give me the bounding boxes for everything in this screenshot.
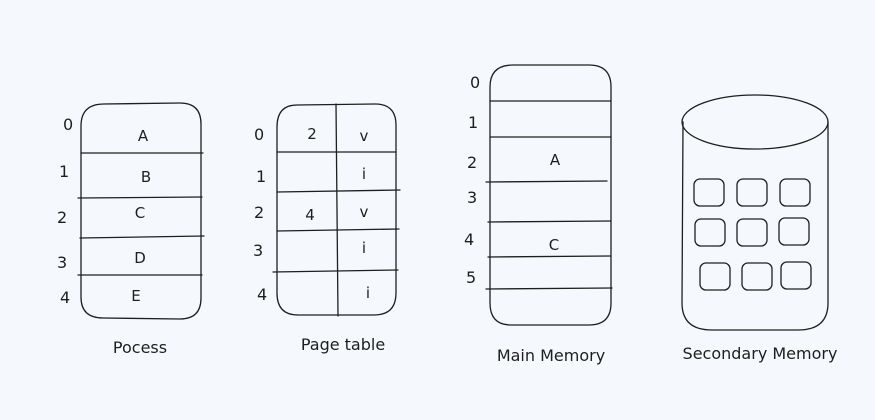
page-table-index: 1 [256, 167, 266, 186]
main-memory-index: 3 [467, 188, 477, 207]
disk-cell [741, 262, 773, 291]
secondary-memory-caption: Secondary Memory [683, 344, 838, 363]
main-memory-frame-content: A [550, 151, 561, 169]
main-memory-index: 0 [470, 73, 480, 92]
process-index: 0 [63, 115, 73, 134]
page-table-divider [272, 269, 399, 273]
process-index: 2 [57, 208, 67, 227]
process-page: C [135, 204, 145, 222]
main-memory-frame-content: C [549, 236, 559, 254]
page-table-valid-bit: v [360, 127, 369, 145]
page-table-box [276, 103, 397, 316]
disk-cell [736, 218, 768, 247]
main-memory-index: 1 [468, 113, 478, 132]
main-memory-index: 2 [467, 153, 477, 172]
page-table-frame: 2 [307, 125, 317, 143]
process-index: 4 [60, 288, 70, 307]
secondary-memory-block: Secondary Memory [681, 94, 838, 363]
disk-cell [779, 178, 811, 207]
process-divider [79, 235, 205, 239]
main-memory-divider [485, 287, 613, 290]
page-table-caption: Page table [301, 335, 385, 354]
main-memory-caption: Main Memory [497, 346, 605, 365]
process-page: B [141, 168, 151, 186]
page-table-divider [276, 189, 401, 193]
main-memory-box [489, 64, 612, 326]
page-table-index: 2 [254, 203, 264, 222]
main-memory-index: 4 [464, 230, 474, 249]
process-divider [77, 196, 203, 199]
process-page: A [138, 127, 149, 145]
main-memory-divider [487, 220, 612, 223]
process-block: 0 1 2 3 4 A B C D E Pocess [57, 102, 205, 357]
page-table-valid-bit: i [366, 284, 370, 302]
page-table-valid-bit: v [360, 203, 369, 221]
process-index: 3 [57, 253, 67, 272]
page-table-valid-bit: i [362, 239, 366, 257]
page-table-valid-bit: i [362, 165, 366, 183]
process-page: D [134, 249, 146, 267]
process-page: E [131, 287, 140, 305]
process-index: 1 [59, 162, 69, 181]
page-table-index: 4 [257, 285, 267, 304]
page-table-frame: 4 [305, 206, 315, 224]
disk-cell [693, 178, 725, 207]
disk-cell [699, 262, 731, 291]
process-caption: Pocess [113, 338, 167, 357]
disk-cell [736, 178, 768, 207]
main-memory-divider [485, 180, 608, 183]
disk-top-ellipse [681, 94, 829, 150]
page-table-column-divider [335, 103, 339, 317]
main-memory-divider [487, 255, 611, 258]
process-box [80, 102, 202, 320]
page-table-block: 0 1 2 3 4 2 4 v i v i i Page table [253, 103, 401, 354]
page-table-index: 0 [254, 125, 264, 144]
page-table-index: 3 [253, 241, 263, 260]
disk-cell [780, 261, 812, 290]
main-memory-index: 5 [466, 268, 476, 287]
disk-cell [778, 217, 810, 246]
page-table-divider [276, 228, 400, 232]
disk-cell [694, 218, 726, 247]
disk-body [681, 121, 829, 331]
main-memory-block: 0 1 2 3 4 5 A C Main Memory [464, 64, 613, 365]
